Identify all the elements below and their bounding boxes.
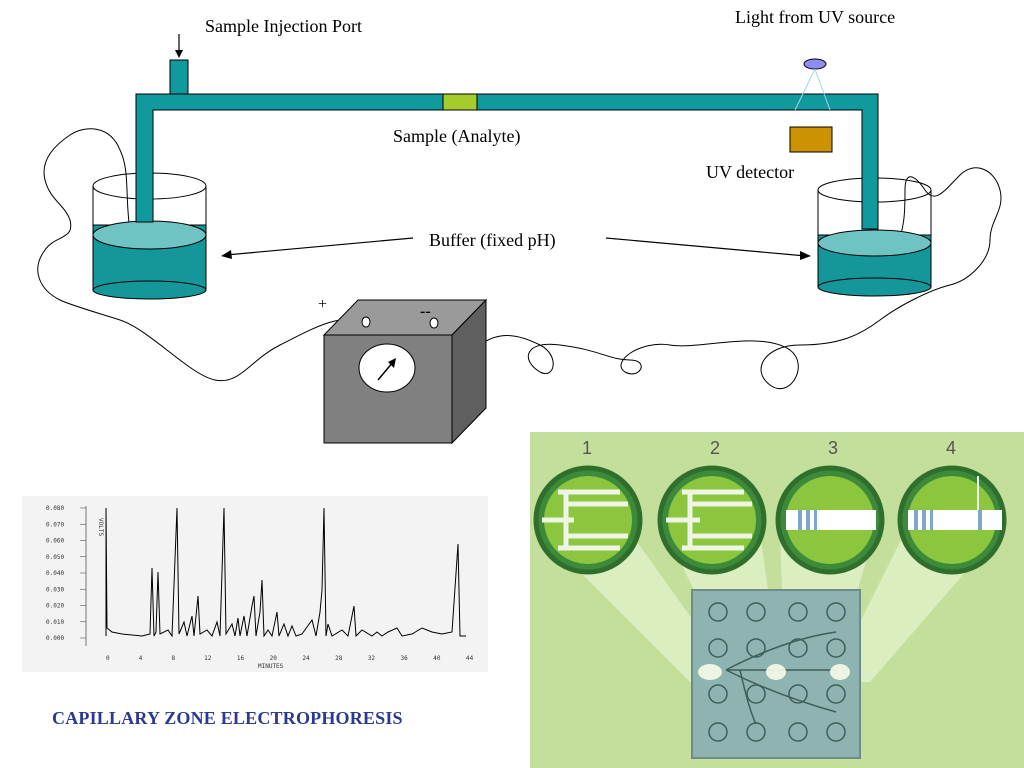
y-tick-label: 0.040 xyxy=(46,570,64,577)
positive-terminal xyxy=(361,316,371,328)
x-axis-label: MINUTES xyxy=(258,663,284,670)
step-number-4: 4 xyxy=(946,438,956,458)
electropherogram-trace xyxy=(105,507,466,638)
x-axis-ticks: 0 4 8 12 16 20 24 28 32 36 40 44 xyxy=(106,655,474,662)
y-tick-label: 0.010 xyxy=(46,619,64,626)
y-tick-label: 0.080 xyxy=(46,505,64,512)
step-2-circle xyxy=(657,465,767,575)
x-tick-label: 12 xyxy=(204,655,212,662)
step-number-1: 1 xyxy=(582,438,592,458)
buffer-label: Buffer (fixed pH) xyxy=(429,230,556,250)
negative-terminal xyxy=(429,317,439,329)
right-buffer-surface xyxy=(817,229,932,257)
uv-source-icon xyxy=(803,58,827,70)
microchip-panel: 1 2 3 4 xyxy=(530,432,1024,768)
step-number-3: 3 xyxy=(828,438,838,458)
step-3-circle xyxy=(775,465,885,575)
page-title: CAPILLARY ZONE ELECTROPHORESIS xyxy=(52,708,403,728)
meter-dial xyxy=(358,343,416,393)
electropherogram: 0.080 0.070 0.060 0.050 0.040 0.030 0.020 0.010… xyxy=(22,496,488,672)
step-number-2: 2 xyxy=(710,438,720,458)
x-tick-label: 0 xyxy=(106,655,110,662)
capillary-tube xyxy=(135,93,879,230)
buffer-arrow-left xyxy=(225,237,414,256)
uv-source-label: Light from UV source xyxy=(735,7,896,27)
uv-detector-label: UV detector xyxy=(706,162,795,182)
meter-needle xyxy=(377,361,394,381)
y-tick-label: 0.030 xyxy=(46,586,64,593)
x-tick-label: 4 xyxy=(139,655,143,662)
injection-port-label: Sample Injection Port xyxy=(205,16,362,36)
right-beaker-bottom xyxy=(817,277,932,297)
left-buffer-surface xyxy=(92,220,207,250)
y-tick-label: 0.070 xyxy=(46,521,64,528)
x-tick-label: 28 xyxy=(335,655,343,662)
y-axis-label: VOLTS xyxy=(97,518,104,536)
step-1-circle xyxy=(533,465,643,575)
y-tick-label: 0.000 xyxy=(46,635,64,642)
y-axis-ticks: 0.080 0.070 0.060 0.050 0.040 0.030 0.020 0.010… xyxy=(46,505,86,642)
x-tick-label: 44 xyxy=(466,655,474,662)
x-tick-label: 32 xyxy=(368,655,376,662)
y-tick-label: 0.060 xyxy=(46,538,64,545)
x-tick-label: 24 xyxy=(302,655,310,662)
buffer-arrow-right-head xyxy=(800,251,811,260)
sample-band xyxy=(442,93,478,111)
y-tick-label: 0.020 xyxy=(46,603,64,610)
sample-label: Sample (Analyte) xyxy=(393,126,521,146)
wire-positive xyxy=(37,128,366,382)
buffer-arrow-right xyxy=(605,237,807,257)
uv-detector-box xyxy=(789,126,833,153)
x-tick-label: 20 xyxy=(270,655,278,662)
injection-arrow-head xyxy=(175,50,183,58)
x-tick-label: 16 xyxy=(237,655,245,662)
x-tick-label: 40 xyxy=(433,655,441,662)
buffer-arrow-left-head xyxy=(221,250,232,259)
injection-port xyxy=(169,59,189,95)
microfluidic-chip xyxy=(691,589,861,759)
step-4-circle xyxy=(897,465,1007,575)
x-tick-label: 36 xyxy=(401,655,409,662)
wire-negative xyxy=(431,167,1002,390)
y-tick-label: 0.050 xyxy=(46,554,64,561)
x-tick-label: 8 xyxy=(171,655,175,662)
plus-terminal-label: + xyxy=(318,296,328,313)
left-beaker-bottom xyxy=(92,280,207,300)
minus-terminal-label: -- xyxy=(420,303,431,320)
power-supply xyxy=(322,298,488,445)
